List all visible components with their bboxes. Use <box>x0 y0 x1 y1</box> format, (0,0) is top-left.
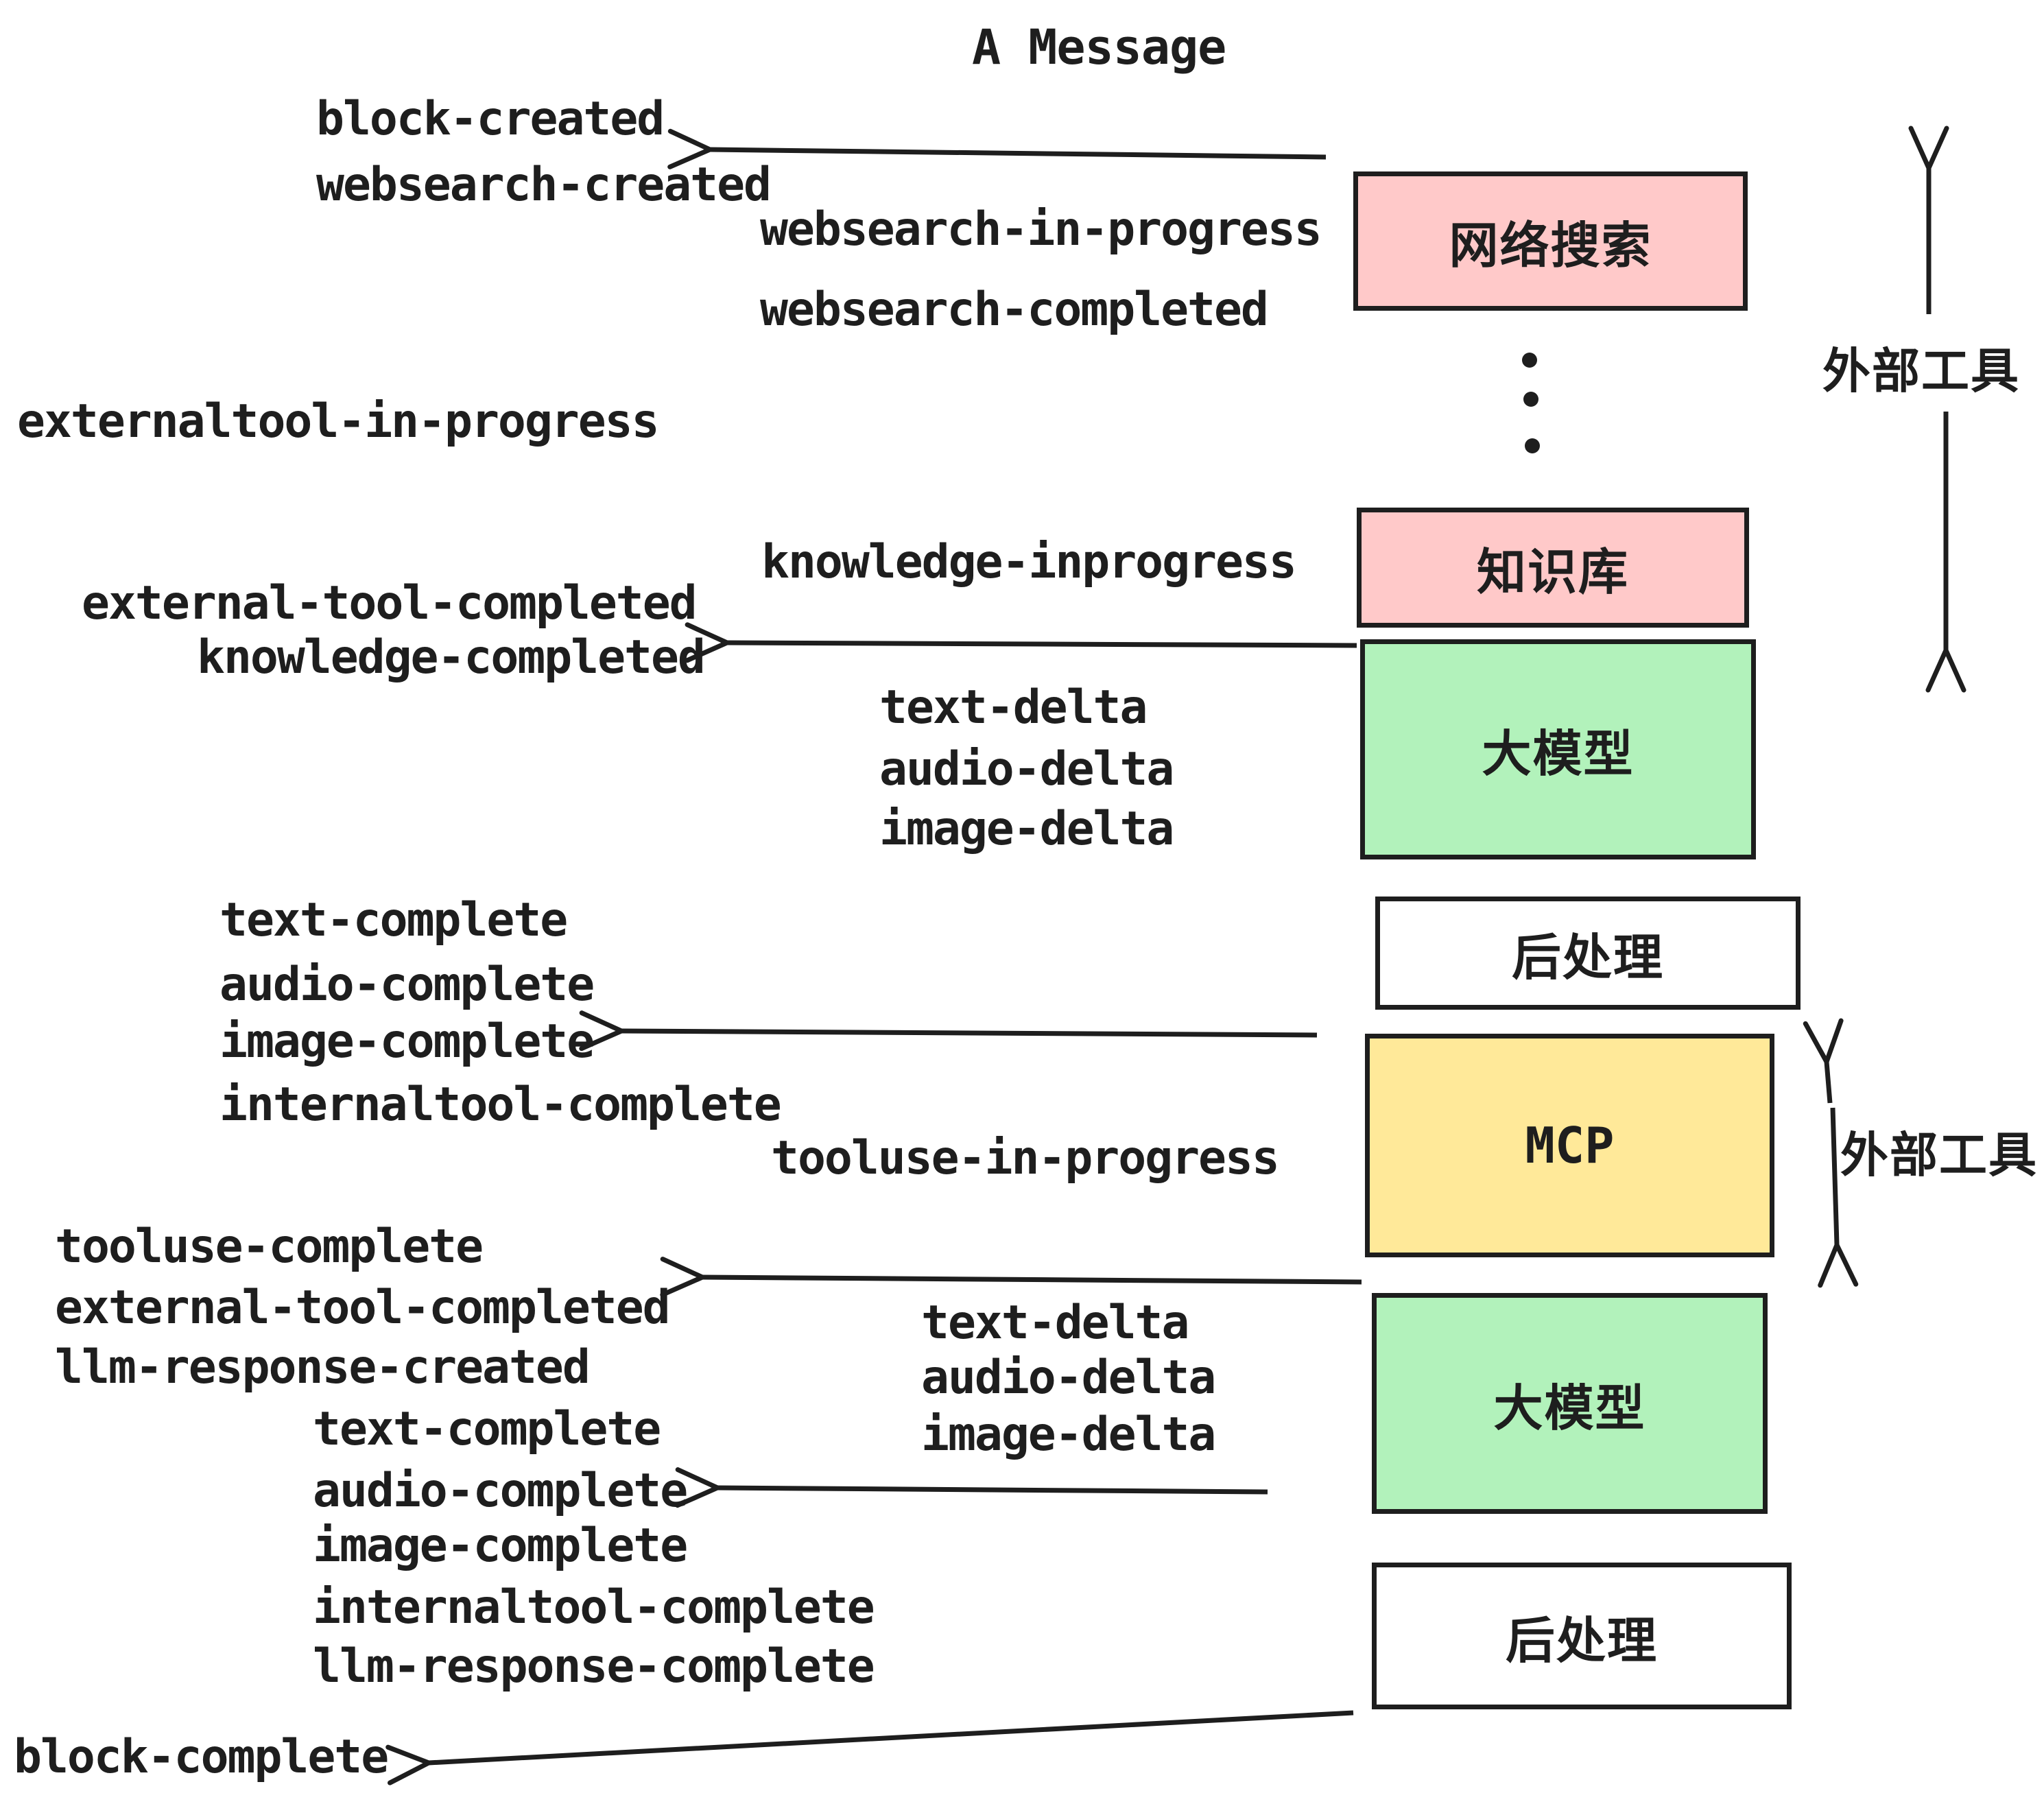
event-externaltool-in-progress: externaltool-in-progress <box>17 394 660 449</box>
event-audio-complete: audio-complete <box>313 1464 688 1518</box>
arrow-tooluse-complete <box>702 1277 1362 1282</box>
event-block-complete: block-complete <box>14 1730 389 1784</box>
arrow-websearch-created <box>710 150 1327 157</box>
event-tooluse-in-progress: tooluse-in-progress <box>771 1131 1280 1185</box>
diagram-title: A Message <box>972 19 1226 75</box>
arrow-image-complete <box>621 1031 1318 1035</box>
event-external-tool-completed: external-tool-completed <box>55 1281 671 1335</box>
event-image-complete: image-complete <box>313 1519 688 1573</box>
mcp-box: MCP <box>1365 1034 1774 1257</box>
arrow-external-tools-mid-up <box>1827 1062 1830 1104</box>
event-internaltool-complete: internaltool-complete <box>219 1078 782 1132</box>
knowledge-base-box: 知识库 <box>1357 508 1749 628</box>
event-websearch-created: websearch-created <box>316 158 772 212</box>
event-audio-complete: audio-complete <box>219 958 595 1012</box>
external-tools-label-mid: 外部工具 <box>1840 1127 2038 1183</box>
event-text-delta: text-delta <box>921 1296 1189 1350</box>
arrow-audio-complete <box>717 1488 1268 1492</box>
event-block-created: block-created <box>316 92 665 146</box>
event-knowledge-completed: knowledge-completed <box>197 630 706 685</box>
external-tools-label-top: 外部工具 <box>1822 343 2020 399</box>
event-image-delta: image-delta <box>879 802 1174 856</box>
event-audio-delta: audio-delta <box>921 1351 1216 1405</box>
event-knowledge-inprogress: knowledge-inprogress <box>761 535 1297 589</box>
event-image-delta: image-delta <box>921 1408 1216 1462</box>
websearch-box: 网络搜索 <box>1353 171 1748 311</box>
event-text-complete: text-complete <box>219 893 568 947</box>
event-text-delta: text-delta <box>879 680 1148 735</box>
llm-box-2: 大模型 <box>1372 1293 1768 1514</box>
event-llm-response-created: llm-response-created <box>55 1340 591 1394</box>
event-llm-response-complete: llm-response-complete <box>313 1639 875 1694</box>
postprocess-box: 后处理 <box>1375 897 1801 1010</box>
event-internaltool-complete: internaltool-complete <box>313 1580 875 1635</box>
event-websearch-completed: websearch-completed <box>760 283 1269 337</box>
ellipsis-dot <box>1522 353 1537 368</box>
arrow-external-tools-mid-down <box>1833 1107 1837 1245</box>
event-external-tool-completed: external-tool-completed <box>82 576 698 630</box>
event-websearch-in-progress: websearch-in-progress <box>760 202 1322 257</box>
event-text-complete: text-complete <box>313 1402 661 1456</box>
ellipsis-dot <box>1523 392 1538 407</box>
llm-box: 大模型 <box>1360 639 1756 859</box>
event-image-complete: image-complete <box>219 1014 595 1069</box>
ellipsis-dot <box>1525 438 1540 453</box>
arrow-block-complete <box>429 1710 1354 1763</box>
event-audio-delta: audio-delta <box>879 742 1174 796</box>
arrow-knowledge-completed <box>727 643 1357 645</box>
postprocess-box-2: 后处理 <box>1372 1563 1792 1709</box>
event-tooluse-complete: tooluse-complete <box>55 1220 484 1274</box>
